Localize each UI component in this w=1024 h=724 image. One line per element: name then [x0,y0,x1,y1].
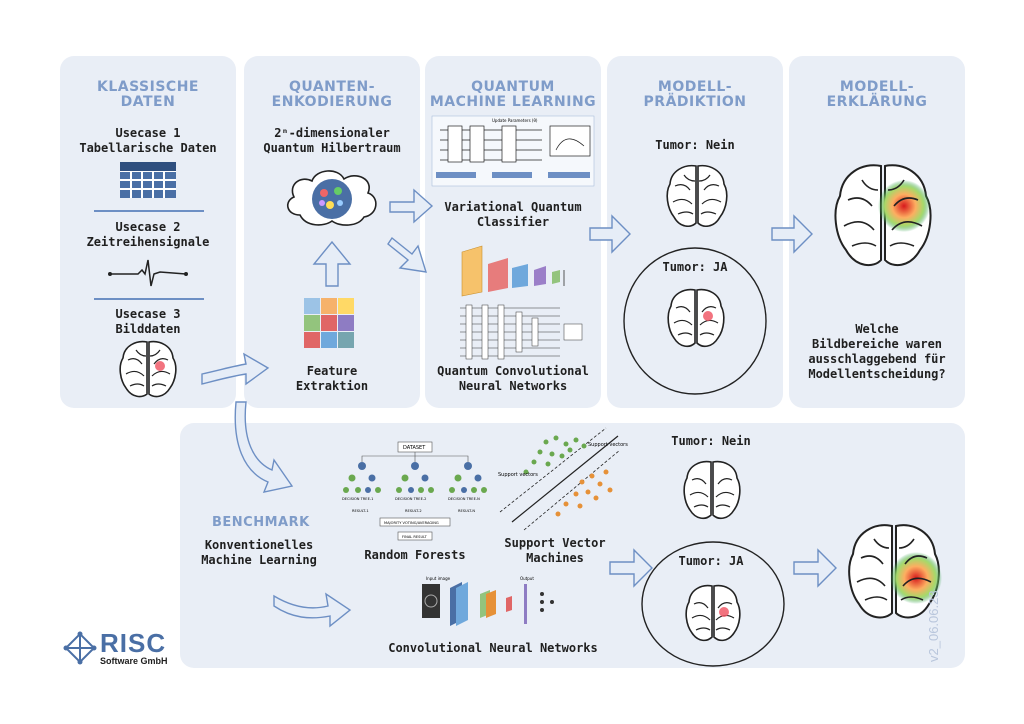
cnn-diagram [461,245,565,297]
svm-support-label-1: Support vectors [588,442,628,448]
feature-label: Feature Extraktion [295,364,369,393]
vqc-label: Variational Quantum Classifier [444,200,582,229]
arrow-hilbert-to-vqc [389,188,434,224]
rf-vote-label: MAJORITY VOTING/AVERAGING [384,521,439,525]
brain-icon-nein [666,164,728,227]
cnn-benchmark-diagram: Input image Output [422,576,554,626]
qcnn-circuit-diagram [460,304,583,360]
bench-praediktion-ja-label: Tumor: JA [678,554,744,568]
arrow-hilbert-to-qcnn [387,236,427,273]
brain-heatmap-bench-icon [848,524,942,619]
svm-support-label-2: Support vectors [498,472,538,478]
usecase1-label: Usecase 1 Tabellarische Daten [79,126,217,155]
signal-icon [108,259,188,287]
logo-name: RISC [100,628,167,658]
rf-final-label: FINAL RESULT [402,535,428,539]
divider-2 [94,298,204,300]
arrow-models-to-bench-praediktion [609,548,653,588]
modell-praediktion-title: MODELL- PRÄDIKTION [643,79,747,110]
usecase2-label: Usecase 2 Zeitreihensignale [86,220,210,249]
cnn-input-label: Input image [426,576,451,581]
logo-sub: Software GmbH [100,656,168,666]
quantum-ml-title: QUANTUM MACHINE LEARNING [429,79,597,110]
hilbert-cloud-icon [287,170,377,226]
bench-tumor-ja-ellipse [641,541,785,667]
panel-quanten-enkodierung [244,56,420,408]
rf-dataset-label: DATASET [403,445,426,451]
cnn-benchmark-label: Convolutional Neural Networks [388,641,598,655]
arrow-data-to-benchmark [234,401,294,493]
vqc-update-label: Update Parameters (θ) [492,118,538,123]
rf-res1-label: RESULT-1 [352,509,369,513]
brain-icon-bench-ja [685,584,741,642]
svm-diagram: Support vectors Support vectors [498,427,628,531]
arrow-qml-to-praediktion [589,214,631,254]
rf-resn-label: RESULT-N [458,509,475,513]
vqc-circuit-diagram: Update Parameters (θ) [431,115,595,187]
brain-heatmap-icon [834,164,932,267]
risc-logo-icon [63,631,97,665]
arrow-bench-praediktion-to-heatmap [793,548,837,588]
tumor-ja-ellipse [623,247,767,395]
modell-erklaerung-title: MODELL- ERKLÄRUNG [826,79,928,110]
quanten-enkodierung-title: QUANTEN- ENKODIERUNG [271,79,393,110]
divider-1 [94,210,204,212]
panel-modell-praediktion [607,56,783,408]
version-label: v2_06.06.23 [926,590,941,662]
usecase3-label: Usecase 3 Bilddaten [115,307,181,336]
bench-praediktion-nein-label: Tumor: Nein [671,434,751,448]
arrow-benchmark-to-models [273,592,352,628]
rf-tree1-label: DECISION TREE-1 [342,497,373,501]
benchmark-title: BENCHMARK [212,515,310,530]
brain-icon-bench-nein [683,460,741,520]
rf-tree2-label: DECISION TREE-2 [395,497,426,501]
random-forests-label: Random Forests [364,548,466,562]
svm-label: Support Vector Machines [504,536,606,565]
arrow-praediktion-to-erklaerung [771,214,813,254]
brain-icon-ja [667,288,725,348]
klassische-daten-title: KLASSISCHE DATEN [97,79,199,110]
qcnn-label: Quantum Convolutional Neural Networks [437,364,589,393]
panel-klassische-daten [60,56,236,408]
panel-benchmark [180,423,965,668]
erklaerung-question: Welche Bildbereiche waren ausschlaggeben… [808,322,946,381]
praediktion-ja-label: Tumor: JA [662,260,728,274]
feature-grid-icon [304,298,354,348]
cnn-output-label: Output [520,576,534,581]
random-forest-diagram: DATASET DECISION TREE-1 DECISION TREE-2 … [342,441,487,541]
hilbert-label: 2ⁿ-dimensionaler Quantum Hilbertraum [263,126,401,155]
table-icon [120,162,176,198]
rf-res2-label: RESULT-2 [405,509,422,513]
arrow-feature-to-hilbert [312,240,352,287]
brain-icon-usecase3 [119,340,177,398]
arrow-usecase3-to-feature [201,352,270,386]
rf-treen-label: DECISION TREE-N [448,497,480,501]
benchmark-subtitle: Konventionelles Machine Learning [201,538,317,567]
panel-quantum-ml [425,56,601,408]
praediktion-nein-label: Tumor: Nein [655,138,735,152]
